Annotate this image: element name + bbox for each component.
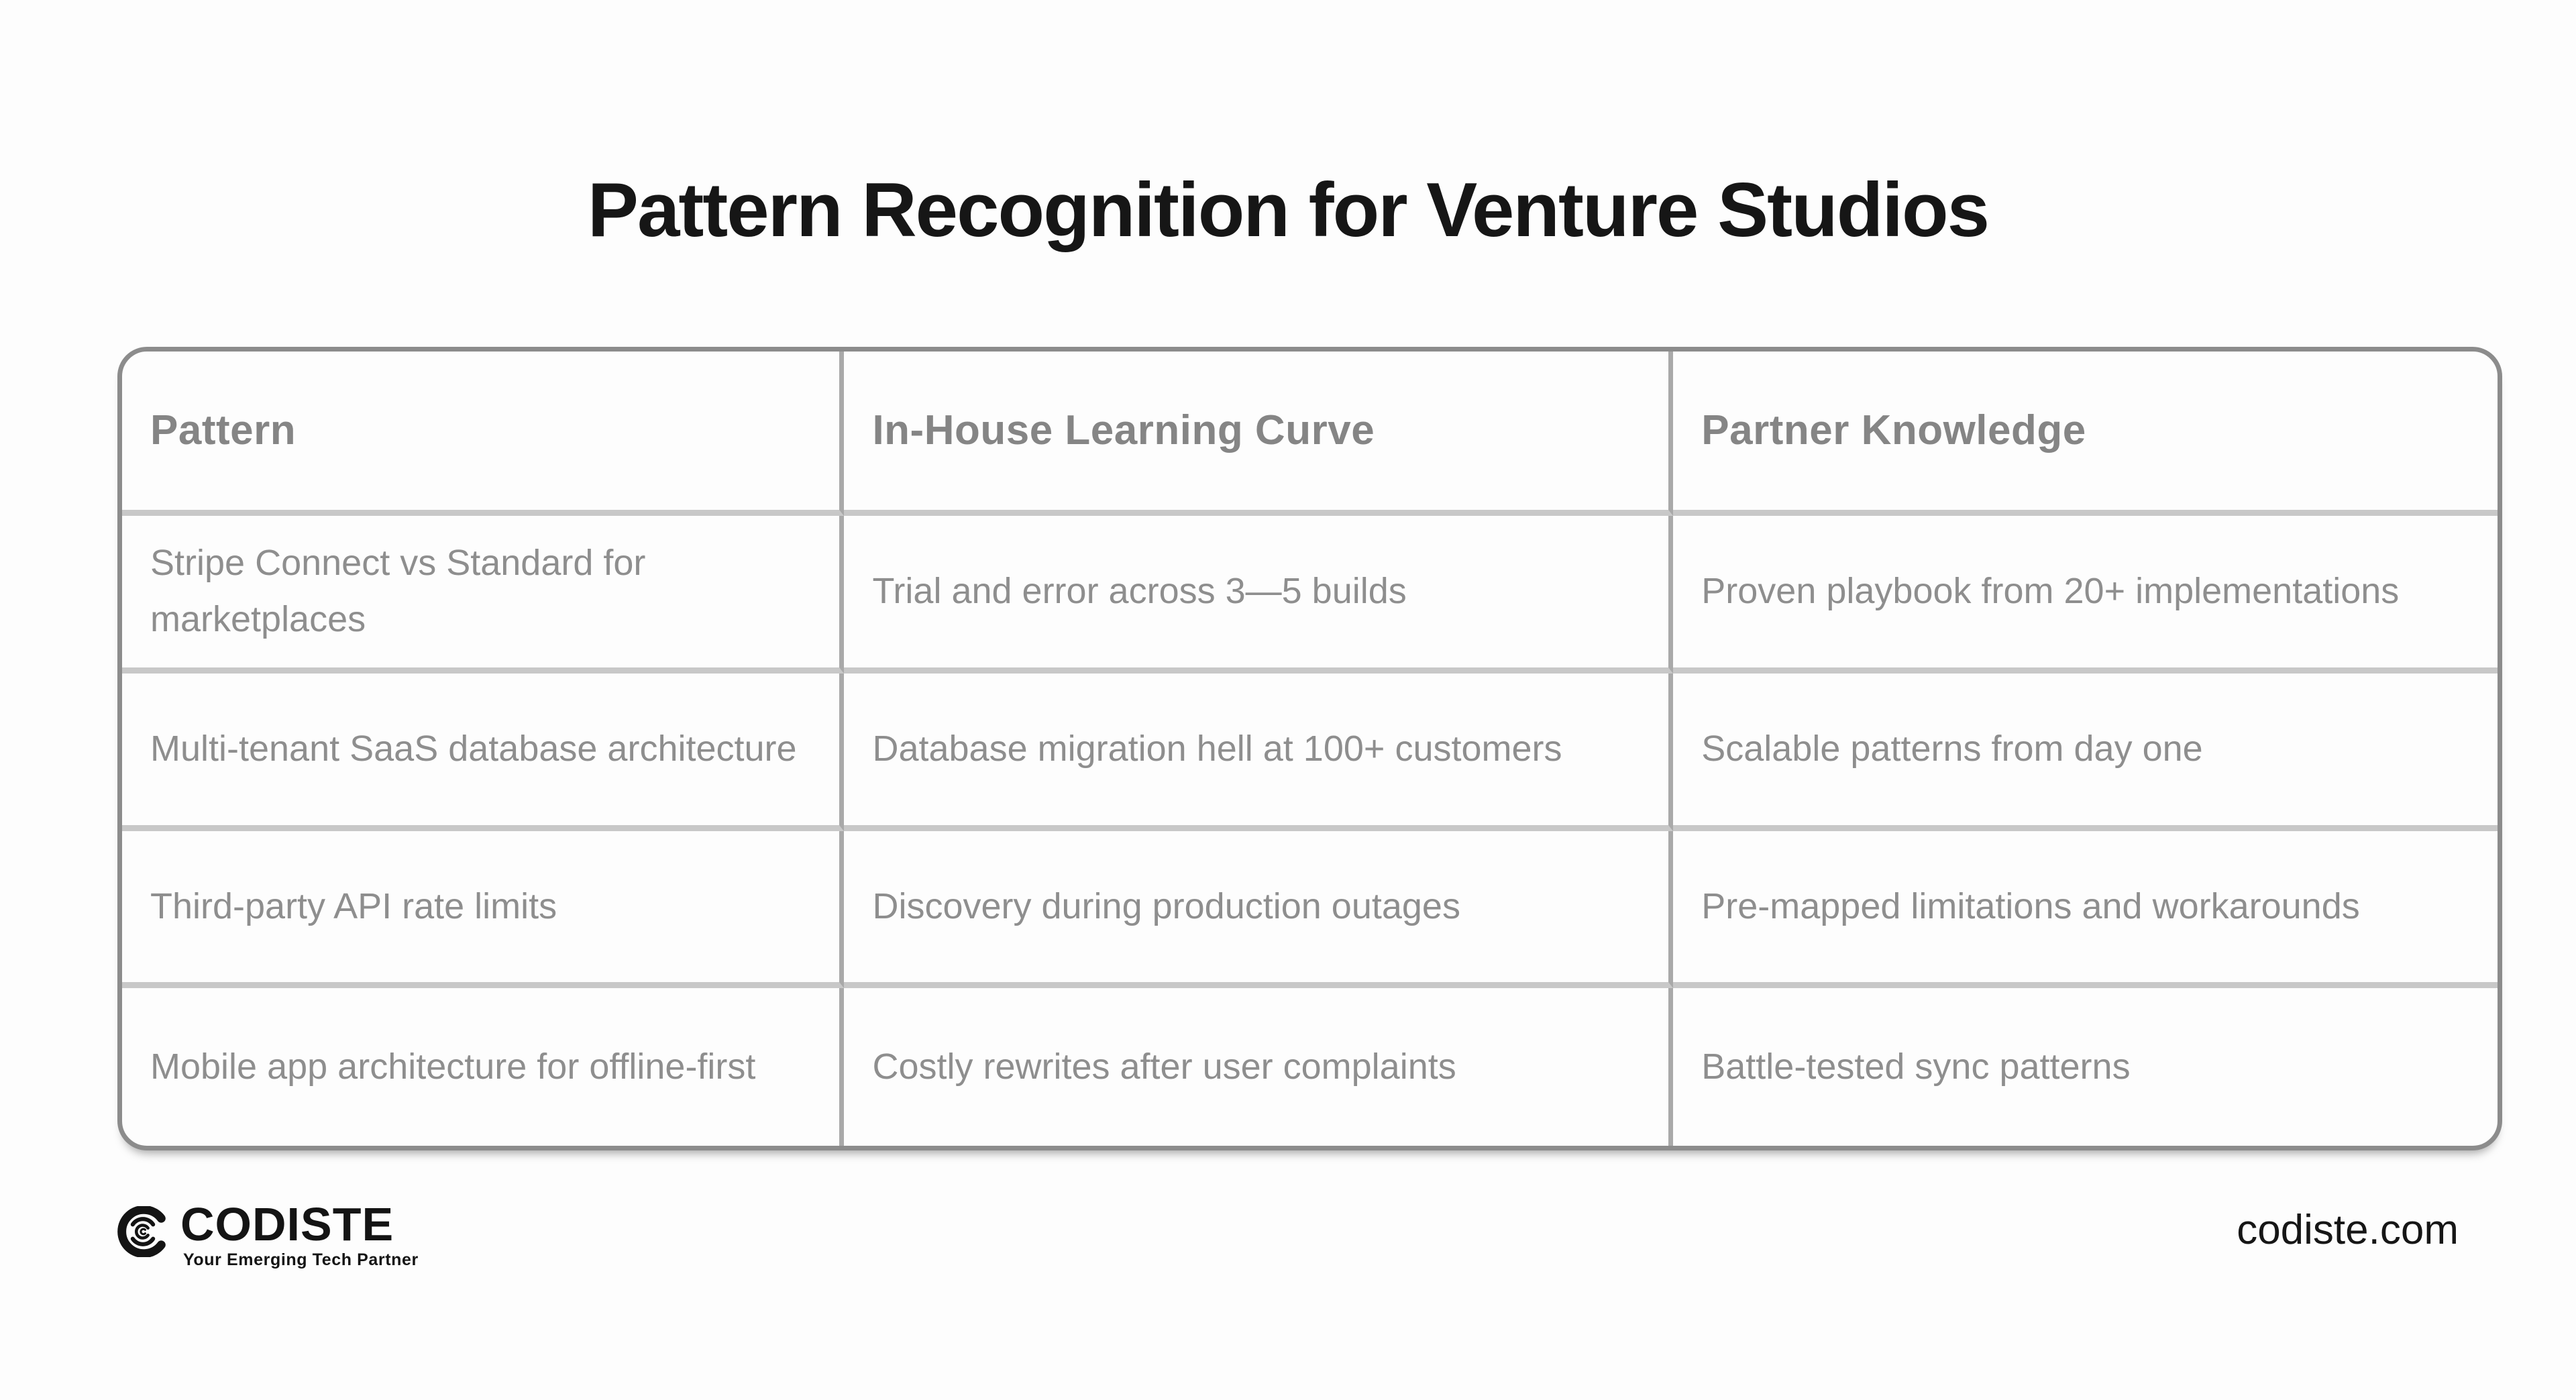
table-cell-row2-inhouse: Database migration hell at 100+ customer… xyxy=(844,673,1674,831)
table-cell-row2-partner: Scalable patterns from day one xyxy=(1673,674,2498,831)
codiste-logo-tagline: Your Emerging Tech Partner xyxy=(183,1250,419,1269)
page-title: Pattern Recognition for Venture Studios xyxy=(587,168,1990,253)
table-cell-row3-partner: Pre-mapped limitations and workarounds xyxy=(1673,831,2498,989)
comparison-table: Pattern In-House Learning Curve Partner … xyxy=(117,347,2502,1150)
website-link[interactable]: codiste.com xyxy=(2237,1207,2459,1253)
codiste-logo: CODISTE Your Emerging Tech Partner xyxy=(117,1201,419,1270)
table-cell-row1-partner: Proven playbook from 20+ implementations xyxy=(1673,516,2498,674)
table-cell-row4-inhouse: Costly rewrites after user complaints xyxy=(844,988,1674,1146)
codiste-logo-wordmark: CODISTE xyxy=(180,1198,394,1250)
header-cell-partner-knowledge: Partner Knowledge xyxy=(1673,352,2498,516)
table-cell-row3-pattern: Third-party API rate limits xyxy=(122,830,845,989)
footer: CODISTE Your Emerging Tech Partner codis… xyxy=(117,1201,2502,1301)
table-cell-row2-pattern: Multi-tenant SaaS database architecture xyxy=(122,673,845,831)
header-cell-pattern: Pattern xyxy=(122,352,845,516)
table-cell-row4-partner: Battle-tested sync patterns xyxy=(1701,1046,2131,1087)
header-cell-inhouse-learning-curve: In-House Learning Curve xyxy=(844,352,1674,516)
table-cell-row3-inhouse: Discovery during production outages xyxy=(844,830,1674,989)
table-cell-row1-pattern: Stripe Connect vs Standard for marketpla… xyxy=(122,516,845,674)
table-cell-row1-inhouse: Trial and error across 3—5 builds xyxy=(844,516,1674,674)
codiste-logo-textblock: CODISTE Your Emerging Tech Partner xyxy=(180,1201,419,1270)
table-cell-row4-pattern: Mobile app architecture for offline-firs… xyxy=(122,988,845,1146)
codiste-logo-icon xyxy=(117,1206,166,1257)
